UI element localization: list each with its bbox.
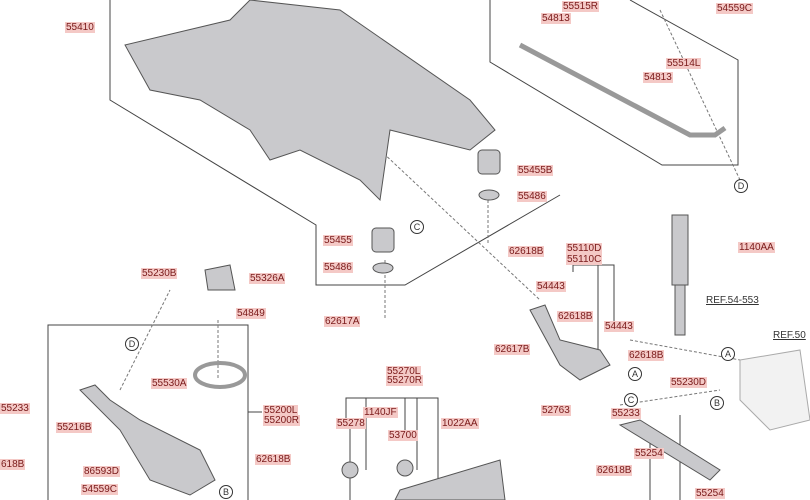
- lower-arm-part: [79, 384, 216, 496]
- ref-knuckle-link[interactable]: REF.50: [773, 330, 806, 341]
- part-label[interactable]: 1140JF: [363, 407, 398, 418]
- part-label[interactable]: 55233: [0, 403, 30, 414]
- subframe-group-frame: [109, 0, 561, 286]
- part-label[interactable]: 62618B: [255, 454, 292, 465]
- part-label[interactable]: 55270R: [386, 375, 424, 386]
- part-label[interactable]: 55110D: [566, 243, 603, 254]
- shock-absorber-part: [671, 214, 689, 286]
- part-label[interactable]: 54813: [541, 13, 571, 24]
- part-label[interactable]: 54559C: [716, 3, 754, 14]
- part-label[interactable]: 54813: [643, 72, 673, 83]
- ref-shock-link[interactable]: REF.54-553: [706, 295, 759, 306]
- part-label[interactable]: 55233: [611, 408, 641, 419]
- stabilizer-group-frame: [489, 0, 739, 166]
- part-label[interactable]: 55110C: [566, 254, 603, 265]
- part-label[interactable]: 54559C: [81, 484, 119, 495]
- part-label[interactable]: 1022AA: [441, 418, 479, 429]
- part-label[interactable]: 62618B: [628, 350, 665, 361]
- part-label[interactable]: 55455B: [517, 165, 554, 176]
- part-label[interactable]: 55200R: [263, 415, 301, 426]
- marker-c: C: [410, 220, 424, 234]
- part-label[interactable]: 1140AA: [738, 242, 775, 253]
- part-label[interactable]: 55254: [695, 488, 725, 499]
- part-label[interactable]: 62618B: [557, 311, 594, 322]
- part-label[interactable]: 62618B: [508, 246, 545, 257]
- part-label[interactable]: 618B: [0, 459, 26, 470]
- marker-b: B: [710, 396, 724, 410]
- lower-arm-group-frame: [47, 324, 249, 500]
- part-label[interactable]: 62618B: [596, 465, 633, 476]
- upper-arm-part: [529, 304, 611, 381]
- part-label[interactable]: 54443: [536, 281, 566, 292]
- part-label[interactable]: 55486: [323, 262, 353, 273]
- marker-b: B: [219, 485, 233, 499]
- part-label[interactable]: 55530A: [151, 378, 188, 389]
- part-label[interactable]: 55216B: [56, 422, 93, 433]
- stabilizer-bar-part: [518, 42, 727, 138]
- marker-d: D: [734, 179, 748, 193]
- part-label[interactable]: 54443: [604, 321, 634, 332]
- part-label[interactable]: 62617A: [324, 316, 361, 327]
- knuckle-part: [739, 349, 810, 431]
- part-label[interactable]: 55270L: [386, 366, 422, 377]
- part-label[interactable]: 55254: [634, 448, 664, 459]
- part-label[interactable]: 55514L: [666, 58, 702, 69]
- part-label[interactable]: 62617B: [494, 344, 531, 355]
- marker-a: A: [628, 367, 642, 381]
- part-label[interactable]: 55410: [65, 22, 95, 33]
- part-label[interactable]: 55486: [517, 191, 547, 202]
- part-label[interactable]: 55200L: [263, 405, 299, 416]
- part-label[interactable]: 55515R: [562, 1, 600, 12]
- trailing-arm-part: [618, 419, 721, 481]
- part-label[interactable]: 53700: [388, 430, 418, 441]
- part-label[interactable]: 52763: [541, 405, 571, 416]
- marker-c: C: [624, 393, 638, 407]
- part-label[interactable]: 55326A: [249, 273, 286, 284]
- part-label[interactable]: 55230D: [670, 377, 708, 388]
- part-label[interactable]: 55278: [336, 418, 366, 429]
- marker-a: A: [721, 347, 735, 361]
- subframe-part: [124, 0, 496, 202]
- part-label[interactable]: 86593D: [83, 466, 121, 477]
- marker-d: D: [125, 337, 139, 351]
- part-label[interactable]: 54849: [236, 308, 266, 319]
- part-label[interactable]: 55230B: [141, 268, 178, 279]
- part-label[interactable]: 55455: [323, 235, 353, 246]
